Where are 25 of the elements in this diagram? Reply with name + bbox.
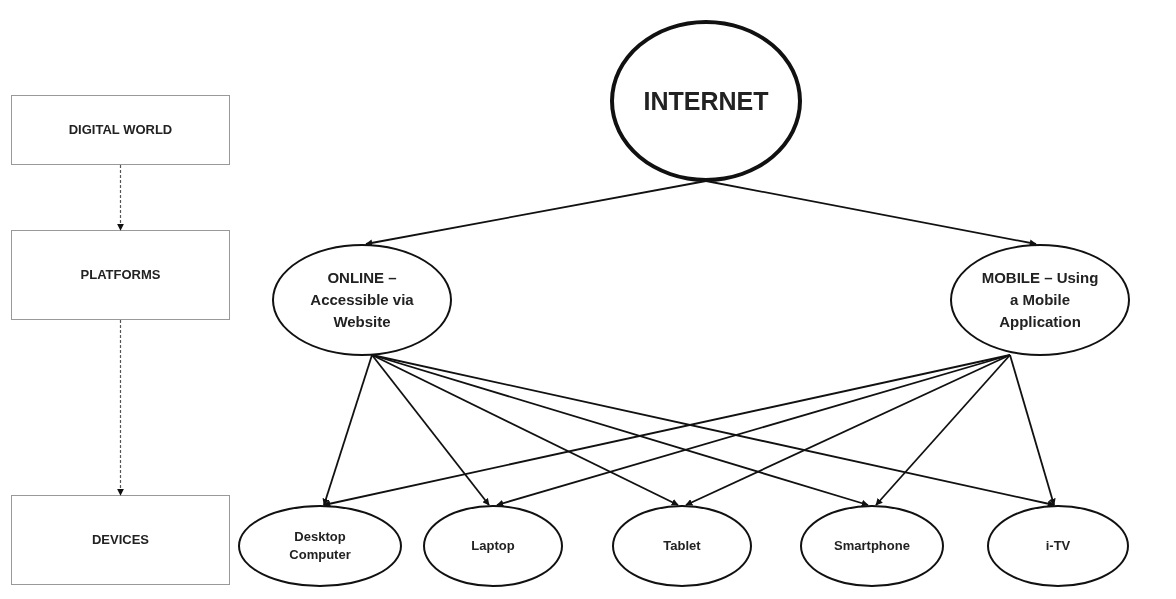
node-label: DEVICES xyxy=(91,530,150,549)
arrow xyxy=(875,354,1011,506)
arrow xyxy=(1009,354,1056,506)
node-label: DIGITAL WORLD xyxy=(68,120,173,139)
arrow xyxy=(322,354,373,506)
node-label: ONLINE – Accessible via Website xyxy=(309,268,415,332)
arrow xyxy=(371,354,679,506)
node-label: Desktop Computer xyxy=(288,527,352,564)
arrow xyxy=(371,354,490,506)
node-label: Tablet xyxy=(663,536,701,555)
node-label: Laptop xyxy=(471,536,515,555)
level-box xyxy=(11,95,230,165)
level-box xyxy=(11,495,230,585)
arrow xyxy=(685,354,1011,506)
dashed-arrow xyxy=(117,164,124,231)
node-label: Smartphone xyxy=(834,536,910,555)
dashed-arrow xyxy=(117,319,124,496)
node-label: MOBILE – Using a Mobile Application xyxy=(981,268,1099,332)
node-label: i-TV xyxy=(1045,536,1071,555)
level-box xyxy=(11,230,230,320)
arrow xyxy=(496,354,1011,507)
node-label: INTERNET xyxy=(643,85,769,117)
arrow xyxy=(705,180,1037,247)
arrow xyxy=(365,180,707,247)
node-label: PLATFORMS xyxy=(80,265,161,284)
